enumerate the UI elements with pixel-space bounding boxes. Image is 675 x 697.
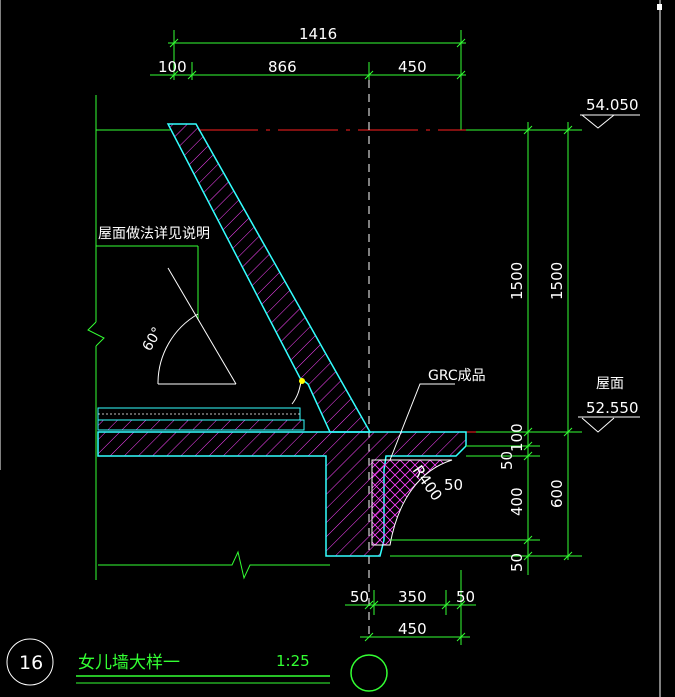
roof-finish-layers	[97, 377, 305, 431]
grc-component	[371, 459, 453, 546]
drawing-scale: 1:25	[276, 652, 310, 670]
angle-label: 60°	[140, 324, 166, 354]
dim-bottom-50-b: 50	[456, 588, 475, 606]
roof-slab-section	[97, 431, 467, 557]
bottom-break-line	[98, 550, 330, 580]
elevation-markers	[578, 114, 640, 433]
radius-offset-label: 50	[444, 476, 463, 494]
dim-right-100: 100	[508, 423, 526, 452]
elevation-top: 54.050	[586, 96, 639, 114]
elevation-roof: 52.550	[586, 399, 639, 417]
dim-right-400: 400	[508, 487, 526, 516]
bottom-dimension-lines	[345, 570, 476, 645]
dim-bottom-50-a: 50	[350, 588, 369, 606]
grc-label: GRC成品	[428, 368, 486, 384]
grc-leader-line	[389, 383, 455, 461]
roof-note: 屋面做法详见说明	[98, 226, 210, 242]
dim-right-600: 600	[548, 479, 566, 508]
top-dimension-lines	[150, 30, 466, 130]
drawing-number: 16	[19, 652, 43, 674]
drawing-title: 女儿墙大样一	[78, 653, 180, 673]
angle-indicator	[157, 267, 237, 385]
dim-top-total: 1416	[299, 25, 337, 43]
dim-top-right: 450	[398, 58, 427, 76]
dim-bottom-350: 350	[398, 588, 427, 606]
roof-label: 屋面	[596, 376, 624, 392]
dim-right-1500-a: 1500	[508, 262, 526, 300]
dim-top-left: 100	[158, 58, 187, 76]
dim-right-1500-b: 1500	[548, 262, 566, 300]
dim-right-50-b: 50	[508, 553, 526, 572]
dim-bottom-450: 450	[398, 620, 427, 638]
left-wall-line	[87, 95, 199, 580]
right-dimension-lines	[390, 122, 582, 575]
dim-top-mid: 866	[268, 58, 297, 76]
frame-corner-mark	[657, 4, 662, 10]
axis-bubble	[350, 654, 388, 692]
dim-right-50-a: 50	[498, 451, 516, 470]
drawing-number-circle	[6, 638, 54, 686]
